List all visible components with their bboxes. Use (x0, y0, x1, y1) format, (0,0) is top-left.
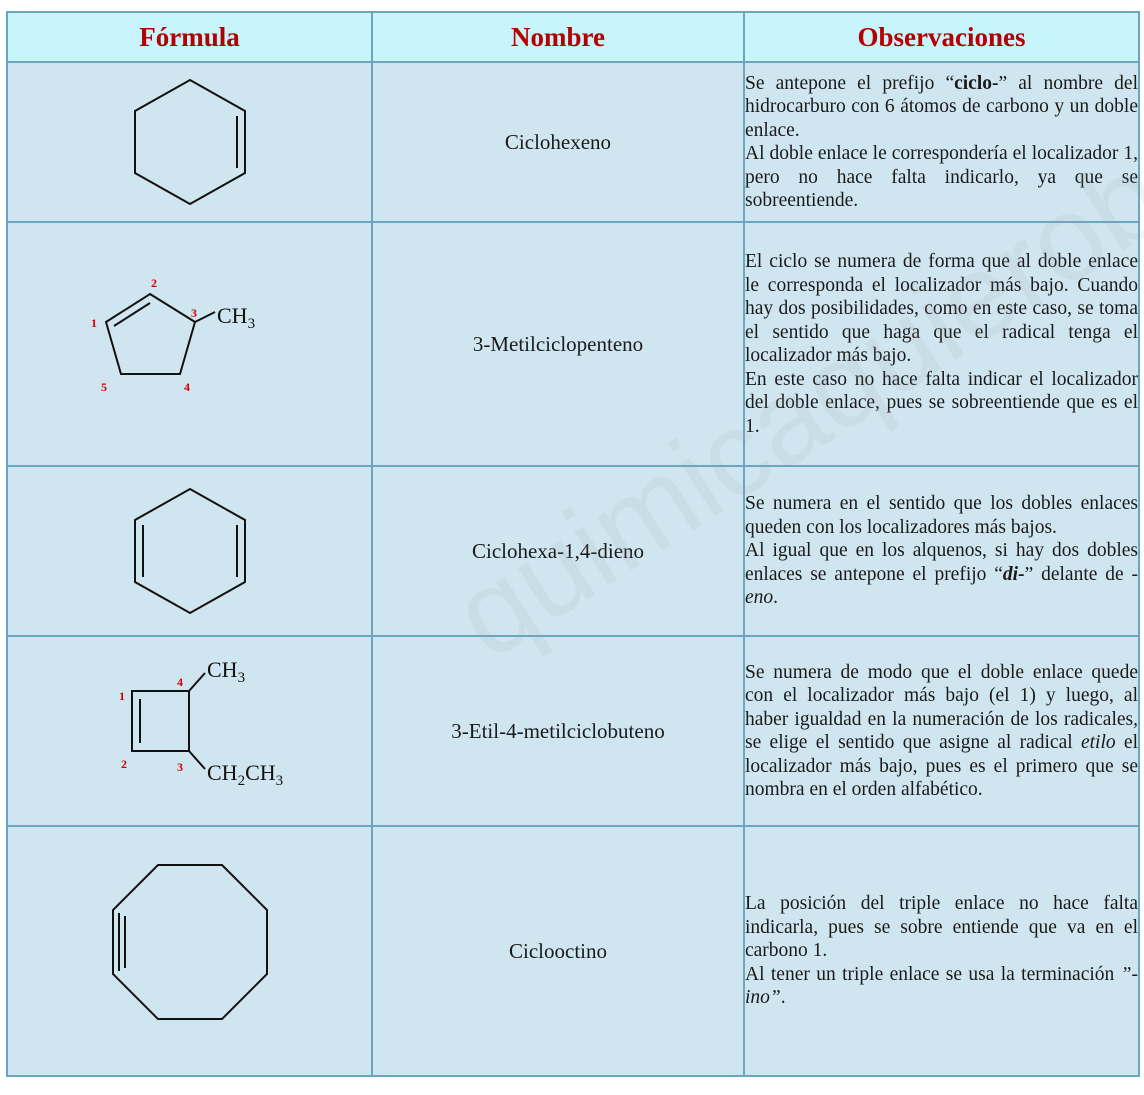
locant-label: 4 (177, 675, 183, 689)
observation-paragraph: Al tener un triple enlace se usa la term… (745, 963, 1138, 1009)
table-row: Ciclohexeno Se antepone el prefijo “cicl… (6, 61, 1140, 223)
formula-cell: 2 1 3 5 4 CH3 (6, 221, 373, 467)
observation-paragraph: En este caso no hace falta indicar el lo… (745, 368, 1138, 437)
table-row: 4 1 2 3 CH3 CH2CH3 3-Etil-4-metilciclobu… (6, 635, 1140, 827)
compound-name: 3-Etil-4-metilciclobuteno (371, 635, 745, 827)
table-row: 2 1 3 5 4 CH3 3-Metilciclopenteno El cic… (6, 221, 1140, 467)
locant-label: 3 (177, 760, 183, 774)
methyl-group: CH3 (207, 657, 245, 686)
observation-paragraph: Se antepone el prefijo “ciclo-” al nombr… (745, 72, 1138, 141)
cyclohexene-structure (133, 78, 246, 206)
observations-cell: Se numera en el sentido que los dobles e… (743, 465, 1140, 637)
nomenclature-table: Fórmula Nombre Observaciones Ciclohexeno… (6, 11, 1140, 1077)
compound-name: Ciclooctino (371, 825, 745, 1077)
locant-label: 4 (184, 380, 190, 394)
observations-cell: El ciclo se numera de forma que al doble… (743, 221, 1140, 467)
observations-cell: Se numera de modo que el doble enlace qu… (743, 635, 1140, 827)
cyclohexadiene-structure (133, 487, 246, 615)
observation-paragraph: Al igual que en los alquenos, si hay dos… (745, 540, 1138, 609)
header-formula: Fórmula (6, 11, 373, 63)
compound-name: Ciclohexa-1,4-dieno (371, 465, 745, 637)
locant-label: 2 (121, 757, 127, 771)
table-row: Ciclooctino La posición del triple enlac… (6, 825, 1140, 1077)
ethyl-group: CH2CH3 (207, 760, 283, 789)
locant-label: 2 (151, 276, 157, 290)
header-row: Fórmula Nombre Observaciones (6, 11, 1140, 63)
observation-paragraph: Al doble enlace le correspondería el loc… (745, 143, 1138, 211)
methylcyclopentene-structure: 2 1 3 5 4 CH3 (91, 276, 255, 394)
locant-label: 3 (191, 306, 197, 320)
formula-cell: 4 1 2 3 CH3 CH2CH3 (6, 635, 373, 827)
observations-cell: La posición del triple enlace no hace fa… (743, 825, 1140, 1077)
formula-cell (6, 825, 373, 1077)
formula-cell (6, 465, 373, 637)
header-name: Nombre (371, 11, 745, 63)
observation-paragraph: Se numera de modo que el doble enlace qu… (745, 661, 1138, 801)
observation-paragraph: La posición del triple enlace no hace fa… (745, 893, 1138, 962)
observation-paragraph: El ciclo se numera de forma que al doble… (745, 251, 1138, 366)
observations-cell: Se antepone el prefijo “ciclo-” al nombr… (743, 61, 1140, 223)
locant-label: 5 (101, 380, 107, 394)
compound-name: 3-Metilciclopenteno (371, 221, 745, 467)
methyl-group: CH3 (217, 303, 255, 332)
locant-label: 1 (119, 689, 125, 703)
compound-name: Ciclohexeno (371, 61, 745, 223)
ethylmethylcyclobutene-structure: 4 1 2 3 CH3 CH2CH3 (119, 657, 283, 789)
cyclooctyne-structure (111, 864, 268, 1020)
table-row: Ciclohexa-1,4-dieno Se numera en el sent… (6, 465, 1140, 637)
locant-label: 1 (91, 316, 97, 330)
observation-paragraph: Se numera en el sentido que los dobles e… (745, 493, 1138, 538)
header-observations: Observaciones (743, 11, 1140, 63)
formula-cell (6, 61, 373, 223)
